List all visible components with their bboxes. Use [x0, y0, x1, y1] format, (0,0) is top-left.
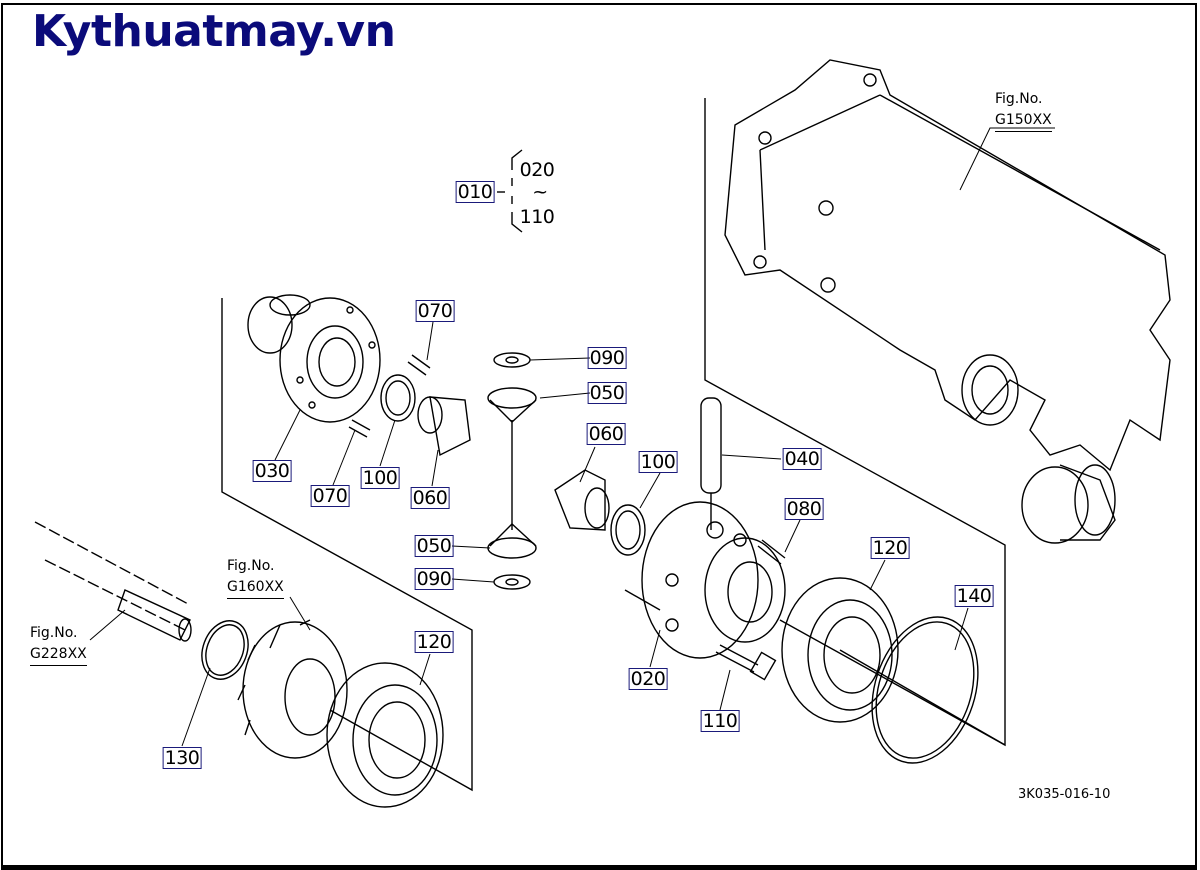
- range-end: 110: [519, 206, 555, 228]
- callout-120[interactable]: 120: [414, 631, 454, 653]
- callout-130[interactable]: 130: [162, 747, 202, 769]
- fig-ref-number: G160XX: [227, 577, 284, 599]
- washer-090-upper: [493, 352, 531, 368]
- differential-case-020: [624, 501, 786, 659]
- callout-040[interactable]: 040: [782, 448, 822, 470]
- fig-ref-title: Fig.No.: [995, 91, 1043, 107]
- circlip-130: [201, 620, 249, 680]
- shaft-spline: [117, 589, 192, 642]
- fig-ref-title: Fig.No.: [30, 625, 78, 641]
- callout-060[interactable]: 060: [410, 487, 450, 509]
- pin-070-lower: [348, 419, 371, 438]
- guide-line-right: [704, 98, 1006, 747]
- o-ring-140: [871, 616, 979, 764]
- range-separator: ~: [532, 181, 548, 203]
- callout-020[interactable]: 020: [628, 668, 668, 690]
- differential-case-030: [247, 294, 381, 423]
- diagram-frame: [1, 3, 1197, 870]
- thrust-washer-100-right: [610, 504, 646, 556]
- callout-070[interactable]: 070: [310, 485, 350, 507]
- transmission-case: [724, 59, 1171, 544]
- side-gear-060-right: [554, 469, 610, 531]
- pin-070-upper: [407, 354, 431, 376]
- callout-090[interactable]: 090: [414, 568, 454, 590]
- bolt-110: [715, 644, 777, 681]
- fig-ref-number: G150XX: [995, 110, 1052, 132]
- assembly-bracket: [497, 149, 523, 233]
- drawing-code: 3K035-016-10: [1018, 787, 1111, 802]
- final-gear: [237, 619, 348, 759]
- callout-080[interactable]: 080: [784, 498, 824, 520]
- callout-120[interactable]: 120: [870, 537, 910, 559]
- side-gear-060-left: [417, 396, 471, 457]
- callout-010[interactable]: 010: [455, 181, 495, 203]
- callout-100[interactable]: 100: [360, 467, 400, 489]
- callout-070[interactable]: 070: [415, 300, 455, 322]
- spring-pin-080: [757, 539, 786, 565]
- site-logo: Kythuatmay.vn: [32, 6, 396, 57]
- guide-line-left: [221, 298, 473, 792]
- callout-110[interactable]: 110: [700, 710, 740, 732]
- thrust-washer-100-left: [380, 374, 416, 422]
- callout-140[interactable]: 140: [954, 585, 994, 607]
- callout-050[interactable]: 050: [414, 535, 454, 557]
- callout-100[interactable]: 100: [638, 451, 678, 473]
- fig-ref-title: Fig.No.: [227, 558, 275, 574]
- fig-ref-number: G228XX: [30, 644, 87, 666]
- axle-shaft: [34, 521, 191, 631]
- callout-060[interactable]: 060: [586, 423, 626, 445]
- range-start: 020: [519, 159, 555, 181]
- fig-ref-g150xx[interactable]: Fig.No. G150XX: [995, 89, 1052, 132]
- fig-ref-g160xx[interactable]: Fig.No. G160XX: [227, 556, 284, 599]
- ball-bearing-120-left: [326, 662, 444, 808]
- fig-ref-g228xx[interactable]: Fig.No. G228XX: [30, 623, 87, 666]
- leader-lines: [89, 127, 1055, 747]
- pinion-shaft-040: [700, 397, 722, 530]
- washer-090-lower: [493, 574, 531, 590]
- callout-050[interactable]: 050: [587, 382, 627, 404]
- ball-bearing-120-right: [781, 577, 1006, 746]
- pinion-gear-050-upper: [487, 387, 537, 423]
- callout-030[interactable]: 030: [252, 460, 292, 482]
- callout-090[interactable]: 090: [587, 347, 627, 369]
